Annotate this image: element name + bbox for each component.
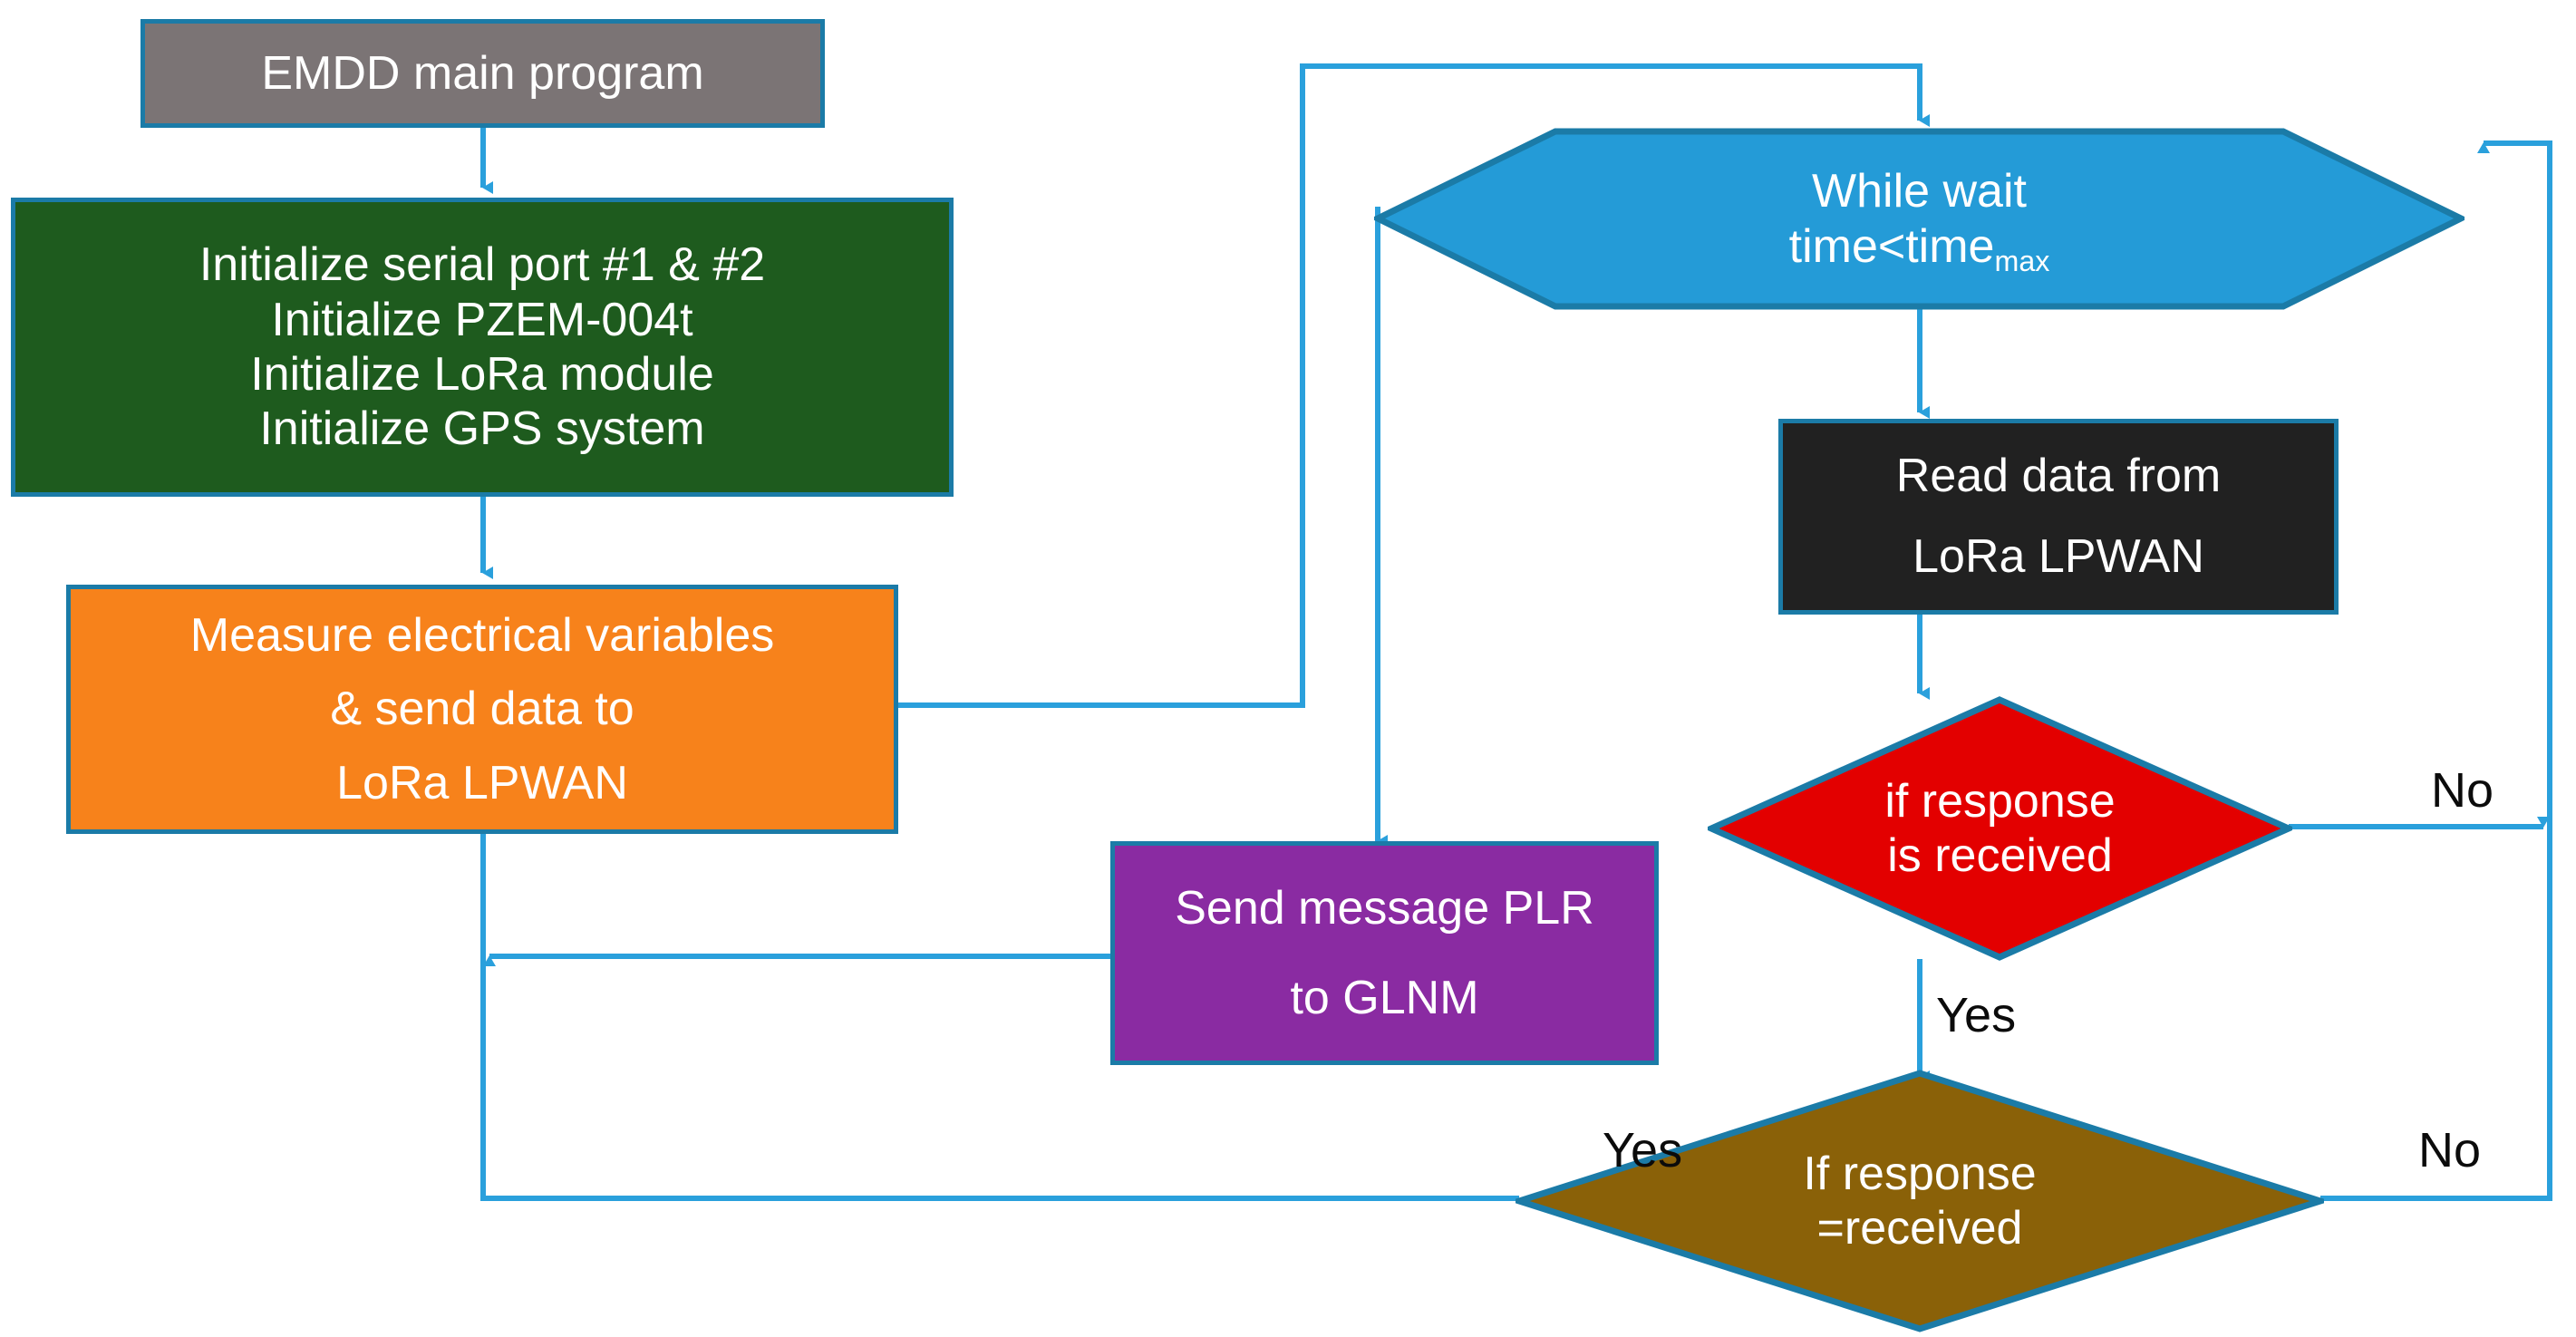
- edge-label-no-lower: No: [2418, 1123, 2482, 1177]
- edge-label-no-upper: No: [2431, 763, 2494, 818]
- node-emdd-main-program-label: EMDD main program: [261, 46, 704, 100]
- node-while-wait-shape[interactable]: [1374, 128, 2465, 310]
- node-if-response-is-received-shape[interactable]: [1708, 696, 2292, 961]
- edge-label-yes-middle: Yes: [1936, 988, 2017, 1042]
- node-measure-electrical-variables[interactable]: Measure electrical variables & send data…: [66, 585, 898, 834]
- node-initialize-line-4: Initialize GPS system: [259, 402, 705, 456]
- node-initialize[interactable]: Initialize serial port #1 & #2 Initializ…: [11, 198, 954, 497]
- node-send-message-plr[interactable]: Send message PLR to GLNM: [1110, 841, 1659, 1065]
- node-read-data-line-2: LoRa LPWAN: [1913, 530, 2204, 584]
- edge-label-yes-lower: Yes: [1603, 1123, 1683, 1177]
- edge-if-response-eq-no-return: [2320, 140, 2552, 1201]
- node-initialize-line-2: Initialize PZEM-004t: [271, 293, 693, 346]
- node-read-data-from-lora[interactable]: Read data from LoRa LPWAN: [1778, 419, 2339, 615]
- node-read-data-line-1: Read data from: [1895, 450, 2222, 503]
- node-initialize-line-3: Initialize LoRa module: [250, 348, 714, 401]
- node-measure-line-3: LoRa LPWAN: [336, 756, 628, 809]
- node-measure-line-1: Measure electrical variables: [189, 609, 775, 663]
- node-measure-line-2: & send data to: [330, 683, 634, 736]
- node-if-response-equals-received-shape[interactable]: [1516, 1070, 2324, 1332]
- node-initialize-line-1: Initialize serial port #1 & #2: [199, 238, 766, 292]
- node-send-message-line-1: Send message PLR: [1175, 881, 1594, 935]
- node-emdd-main-program[interactable]: EMDD main program: [140, 19, 825, 128]
- node-send-message-line-2: to GLNM: [1290, 971, 1479, 1024]
- edge-measure-to-while-wait: [897, 63, 1930, 708]
